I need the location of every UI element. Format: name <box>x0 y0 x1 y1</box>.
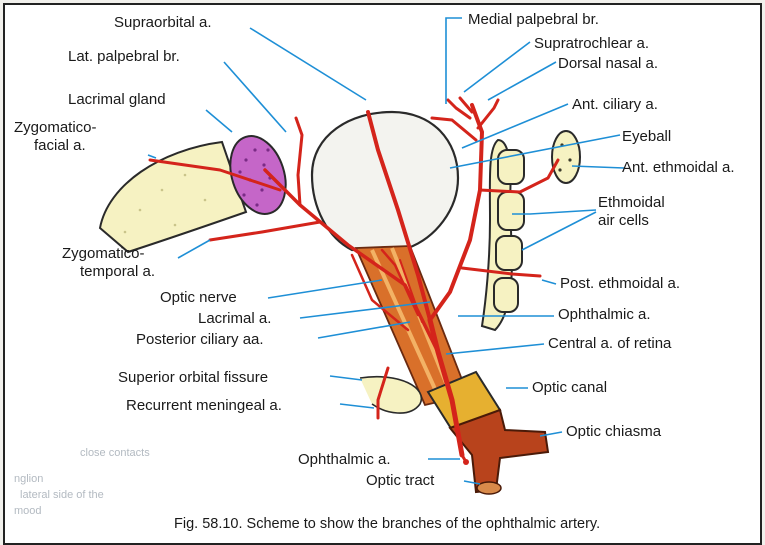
label-recurrent-meningeal: Recurrent meningeal a. <box>126 397 282 414</box>
label-lacrimal-artery: Lacrimal a. <box>198 310 271 327</box>
label-zygomatico-temporal-1: Zygomatico- <box>62 245 145 262</box>
label-ethmoidal-air-cells-2: air cells <box>598 212 649 229</box>
label-optic-tract: Optic tract <box>366 472 435 489</box>
label-eyeball: Eyeball <box>622 128 671 145</box>
ethmoidal-cell-2 <box>498 192 524 230</box>
bleed-line-3: lateral side of the <box>20 489 104 501</box>
label-central-retina: Central a. of retina <box>548 335 672 352</box>
label-medial-palpebral: Medial palpebral br. <box>468 11 599 28</box>
ophthalmic-origin-dot <box>463 459 469 465</box>
label-lat-palpebral: Lat. palpebral br. <box>68 48 180 65</box>
label-superior-orbital-fissure: Superior orbital fissure <box>118 369 268 386</box>
label-supratrochlear: Supratrochlear a. <box>534 35 649 52</box>
label-ant-ethmoidal: Ant. ethmoidal a. <box>622 159 735 176</box>
label-optic-chiasma: Optic chiasma <box>566 423 662 440</box>
label-optic-canal: Optic canal <box>532 379 607 396</box>
label-lacrimal-gland: Lacrimal gland <box>68 91 166 108</box>
label-post-ethmoidal: Post. ethmoidal a. <box>560 275 680 292</box>
label-zygomatico-facial-1: Zygomatico- <box>14 119 97 136</box>
bleed-line-1: nglion <box>14 473 43 485</box>
label-zygomatico-temporal-2: temporal a. <box>80 263 155 280</box>
ethmoidal-cell-3 <box>496 236 522 270</box>
ethmoidal-cell-4 <box>494 278 518 312</box>
bleed-line-2: close contacts <box>80 447 150 459</box>
label-ethmoidal-air-cells-1: Ethmoidal <box>598 194 665 211</box>
bleed-line-4: mood <box>14 505 42 517</box>
eyeball <box>312 112 458 250</box>
label-dorsal-nasal: Dorsal nasal a. <box>558 55 658 72</box>
label-zygomatico-facial-2: facial a. <box>34 137 86 154</box>
figure-caption: Fig. 58.10. Scheme to show the branches … <box>174 516 600 532</box>
label-optic-nerve: Optic nerve <box>160 289 237 306</box>
label-supraorbital: Supraorbital a. <box>114 14 212 31</box>
label-posterior-ciliary: Posterior ciliary aa. <box>136 331 264 348</box>
optic-tract-end <box>477 482 501 494</box>
ethmoidal-cell-anterior <box>552 131 580 183</box>
label-ophthalmic-bottom: Ophthalmic a. <box>298 451 391 468</box>
label-ophthalmic-right: Ophthalmic a. <box>558 306 651 323</box>
label-ant-ciliary: Ant. ciliary a. <box>572 96 658 113</box>
